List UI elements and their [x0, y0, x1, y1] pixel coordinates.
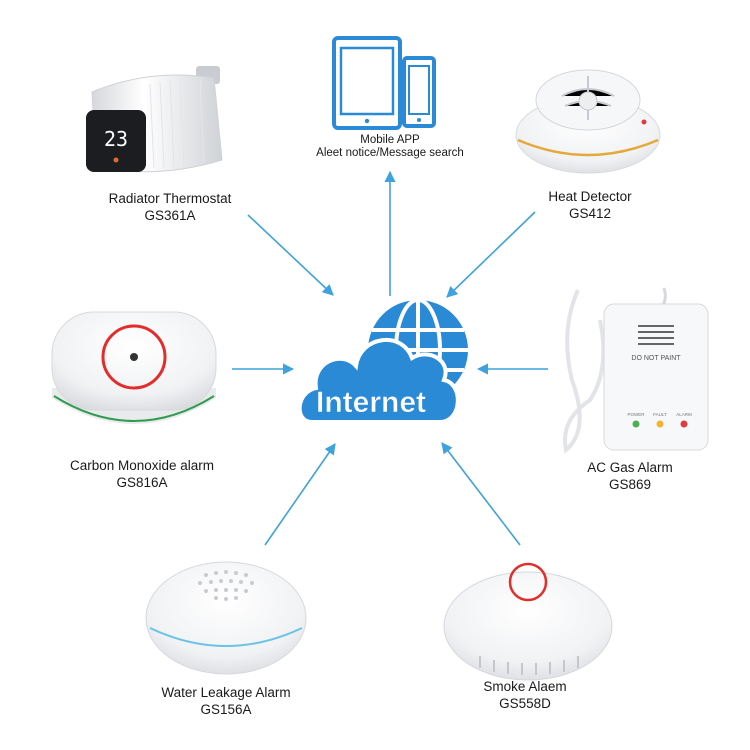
gas-led-label-fault: FAULT [653, 412, 667, 417]
device-model: GS361A [144, 208, 196, 223]
arrow-smoke [441, 442, 521, 546]
heat-detector-icon [515, 69, 661, 174]
smoke-alarm-label: Smoke Alaem GS558D [450, 678, 600, 712]
water-alarm-label: Water Leakage Alarm GS156A [136, 684, 316, 718]
smoke-alarm-icon [443, 562, 613, 681]
device-name: Radiator Thermostat [108, 191, 232, 206]
arrow-thermostat [247, 214, 334, 296]
gas-alarm-label: AC Gas Alarm GS869 [560, 459, 700, 493]
device-name: Heat Detector [548, 189, 632, 204]
device-name: Carbon Monoxide alarm [69, 458, 215, 473]
device-name: Mobile APP [360, 134, 420, 146]
device-model: GS558D [499, 696, 551, 711]
device-model: GS816A [116, 475, 168, 490]
thermostat-display: 23 [104, 127, 128, 151]
device-name: Water Leakage Alarm [161, 685, 291, 700]
gas-alarm-icon: DO NOT PAINT POWER FAULT ALARM [563, 287, 709, 454]
co-alarm-label: Carbon Monoxide alarm GS816A [42, 457, 242, 491]
arrow-water [264, 443, 336, 546]
device-name: Smoke Alaem [483, 679, 567, 694]
device-model: GS869 [608, 477, 652, 492]
gas-led-label-power: POWER [627, 412, 645, 417]
device-model: GS412 [568, 206, 612, 221]
heat-detector-label: Heat Detector GS412 [510, 188, 670, 222]
thermostat-label: Radiator Thermostat GS361A [90, 190, 250, 224]
co-alarm-icon [51, 311, 217, 424]
device-name: AC Gas Alarm [587, 460, 673, 475]
device-model: Aleet notice/Message search [316, 147, 464, 159]
arrow-heat [446, 211, 536, 298]
mobile-devices-icon [332, 36, 436, 130]
internet-label: Internet [316, 386, 426, 419]
device-model: GS156A [200, 702, 252, 717]
cloud-shape [297, 337, 460, 424]
gas-panel-text: DO NOT PAINT [631, 355, 681, 362]
thermostat-device-icon: 23 [86, 66, 223, 173]
arrows [232, 170, 548, 546]
internet-cloud-icon [297, 298, 468, 424]
mobile-app-label: Mobile APP Aleet notice/Message search [290, 134, 490, 160]
water-alarm-icon [145, 561, 307, 675]
gas-led-label-alarm: ALARM [676, 412, 692, 417]
